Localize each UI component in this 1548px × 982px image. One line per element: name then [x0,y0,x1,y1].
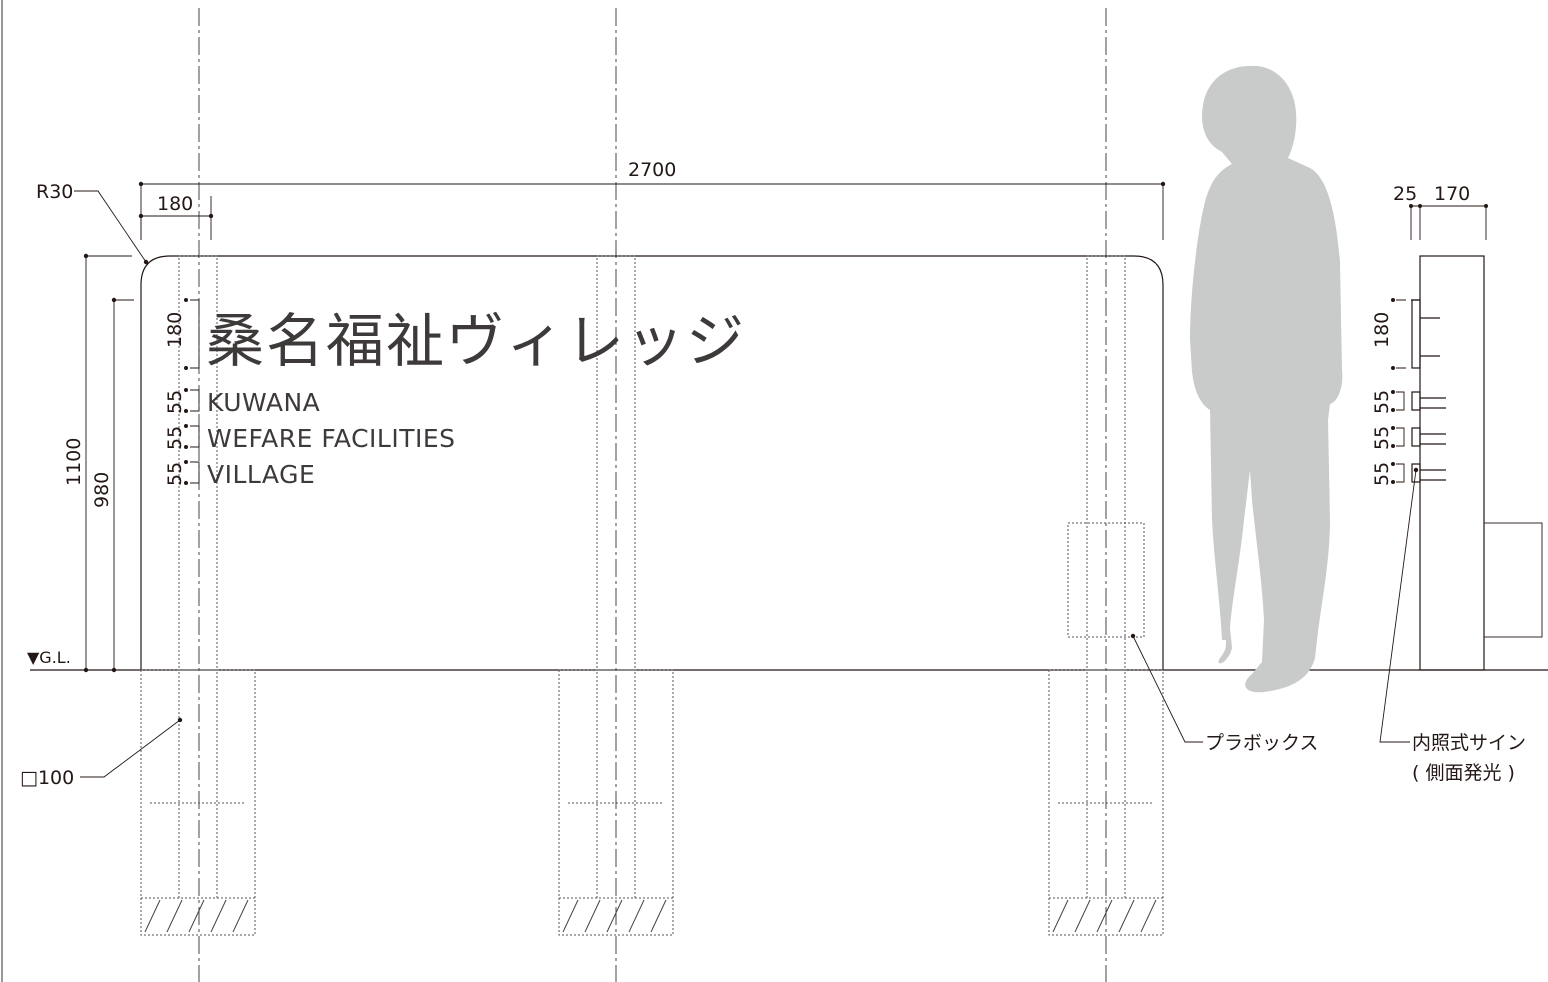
illuminated-sign-callout: 内照式サイン ( 側面発光 ) [1379,467,1526,784]
dimension-panel-height: 980 [91,297,134,673]
ground-level-label: ▼G.L. [27,648,71,667]
svg-text:プラボックス: プラボックス [1205,732,1318,754]
foundation-hatch [144,899,1157,933]
svg-text:55: 55 [164,462,186,486]
sign-title-ja: 桑名福祉ヴィレッジ [206,307,746,375]
post-section-callout: □100 [20,717,183,789]
dimension-total-height: 1100 [63,253,132,673]
svg-text:内照式サイン: 内照式サイン [1412,732,1526,754]
person-silhouette [1190,65,1343,693]
svg-text:1100: 1100 [63,438,85,486]
dimension-side-thickness: 25 170 [1393,183,1488,240]
foundations [140,669,1164,936]
svg-text:R30: R30 [36,181,73,203]
post-centerlines [198,8,1107,982]
svg-text:170: 170 [1434,183,1470,205]
sign-line-welfare: WEFARE FACILITIES [207,424,456,453]
svg-text:( 側面発光 ): ( 側面発光 ) [1412,762,1515,784]
plastic-box-callout: プラボックス [1130,633,1318,754]
svg-text:55: 55 [1371,390,1393,414]
sign-panel-outline [140,255,1164,670]
plastic-box-outline [1067,522,1145,638]
dimension-side-text-heights: 180 55 55 55 [1371,298,1406,486]
svg-text:55: 55 [164,426,186,450]
svg-text:25: 25 [1393,183,1417,205]
svg-text:980: 980 [91,472,113,508]
corner-radius-callout: R30 [36,181,149,265]
svg-text:180: 180 [164,312,186,348]
side-letter-mounts [1411,299,1446,483]
svg-text:2700: 2700 [628,159,676,181]
svg-text:55: 55 [1371,462,1393,486]
sign-line-village: VILLAGE [207,460,315,489]
dimension-text-heights: 180 55 55 55 [164,298,200,486]
svg-text:□100: □100 [20,767,74,789]
dimension-total-width: 2700 [138,159,1166,240]
svg-text:180: 180 [157,193,193,215]
dimension-post-width: 180 [138,193,214,240]
svg-text:55: 55 [1371,426,1393,450]
sign-line-kuwana: KUWANA [207,388,320,417]
svg-text:55: 55 [164,390,186,414]
svg-text:180: 180 [1371,312,1393,348]
